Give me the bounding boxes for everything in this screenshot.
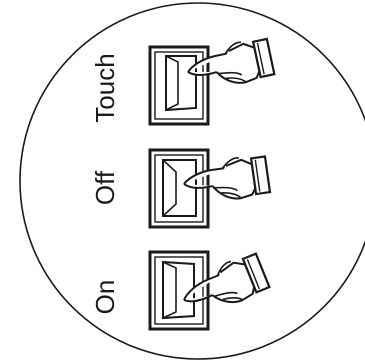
label-off: Off bbox=[90, 170, 120, 205]
label-touch: Touch bbox=[90, 53, 120, 122]
outer-circle bbox=[19, 2, 365, 360]
label-on: On bbox=[90, 280, 120, 315]
switch-touch bbox=[148, 35, 276, 126]
switch-off bbox=[148, 148, 272, 229]
mode-labels: Touch Off On bbox=[90, 53, 120, 314]
switch-on bbox=[148, 250, 272, 331]
